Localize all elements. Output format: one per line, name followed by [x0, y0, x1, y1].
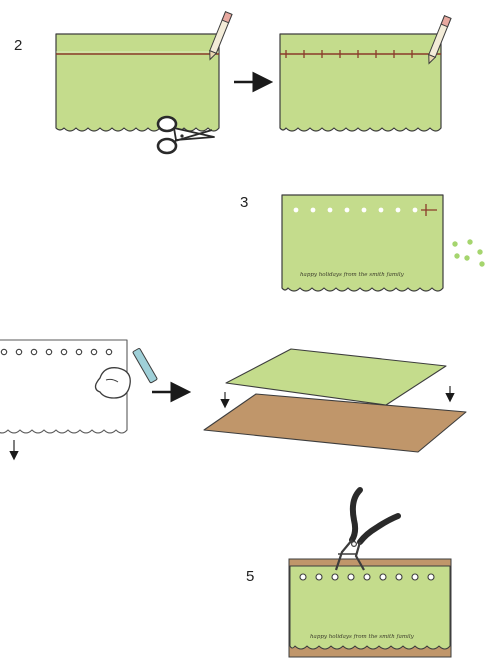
cardboard-sheet [204, 394, 466, 452]
hole-confetti [452, 239, 484, 266]
step-2-card-after [280, 34, 441, 131]
step-5-card: happy holidays from the smith family [289, 559, 451, 657]
pliers-icon [336, 490, 398, 570]
chalk-icon [133, 348, 158, 383]
eyelet-holes [300, 574, 434, 580]
step-3-card: happy holidays from the smith family [282, 195, 443, 291]
step-2-card-before [56, 34, 219, 131]
step-5-number: 5 [246, 568, 254, 585]
step-2-number: 2 [14, 37, 22, 54]
card-caption: happy holidays from the smith family [300, 272, 405, 278]
step-4-white-card [0, 340, 127, 458]
step-4-layering [204, 349, 466, 452]
card-caption: happy holidays from the smith family [310, 634, 415, 640]
step-3-number: 3 [240, 194, 248, 211]
